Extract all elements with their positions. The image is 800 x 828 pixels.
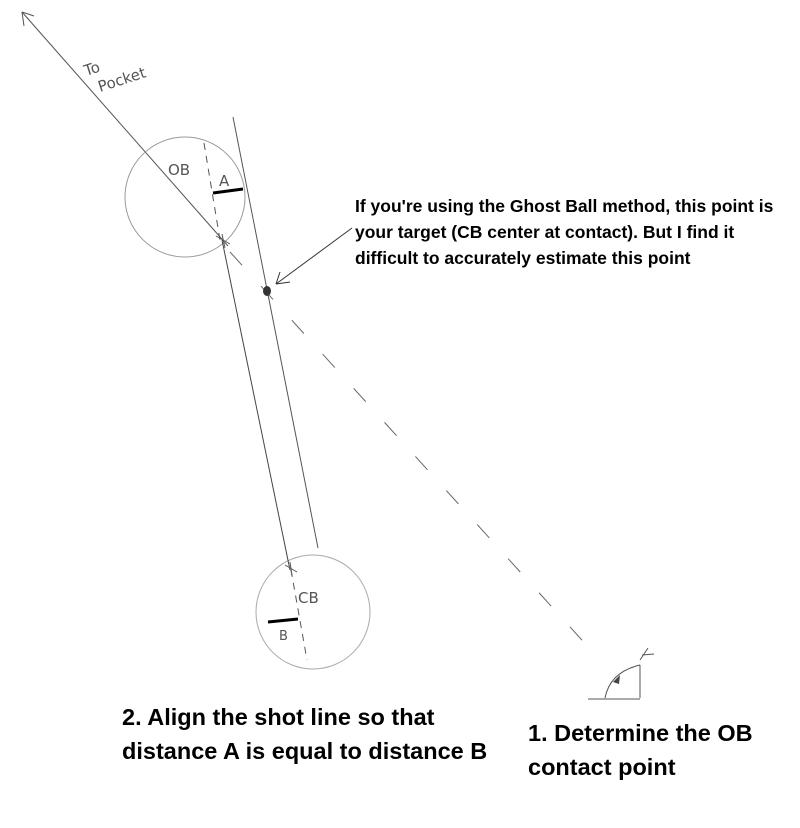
- pocket-arrowhead: [21, 11, 35, 27]
- contact-x-mark: [215, 233, 231, 249]
- ghost-ball-note: If you're using the Ghost Ball method, t…: [355, 196, 774, 268]
- ghost-ball-center-dot: [263, 286, 271, 296]
- parallel-line: [232, 116, 319, 549]
- to-pocket-label-2: Pocket: [96, 63, 148, 95]
- eye-sketch: [588, 647, 655, 700]
- object-ball-label: OB: [168, 161, 190, 179]
- pocket-line: [21, 11, 229, 247]
- distance-a-label: A: [219, 172, 230, 190]
- align-shot-note: 2. Align the shot line so that distance …: [122, 704, 488, 764]
- distance-b-bar: [267, 617, 299, 624]
- distance-a-bar: [212, 187, 244, 195]
- ghost-arrow: [275, 227, 353, 285]
- eye-dot: [613, 675, 620, 684]
- object-ball: [124, 136, 246, 258]
- cue-ball-label: CB: [298, 589, 319, 607]
- cue-ball-center-line: [290, 569, 308, 661]
- cue-ball-x-mark: [284, 561, 298, 577]
- cue-ball: [255, 554, 371, 670]
- to-pocket-label-1: To: [81, 58, 103, 80]
- object-ball-center-line: [203, 142, 221, 241]
- distance-b-label: B: [279, 629, 288, 644]
- contact-dashed-line: [229, 251, 601, 661]
- shot-line: [221, 239, 291, 571]
- contact-point-note: 1. Determine the OB contact point: [528, 720, 753, 780]
